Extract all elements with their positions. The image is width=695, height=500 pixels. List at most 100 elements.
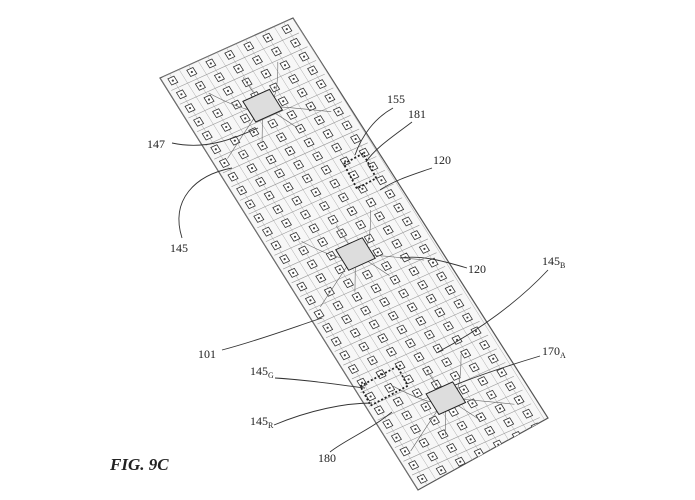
label-180: 180: [318, 451, 336, 465]
row-trace: [394, 389, 523, 448]
label-145: 145: [170, 241, 188, 255]
led-die: [321, 240, 324, 244]
led-die: [447, 325, 450, 328]
driver-chip: [335, 237, 376, 271]
led-die: [331, 218, 335, 221]
led-die: [397, 206, 400, 209]
label-120-upper: 120: [433, 153, 451, 167]
led-die: [318, 119, 321, 122]
led-die: [300, 285, 303, 288]
leader-145B: [437, 269, 549, 353]
led-die: [345, 124, 349, 127]
led-die: [297, 163, 300, 166]
led-die: [535, 426, 538, 429]
led-die: [307, 141, 311, 144]
leader-101: [221, 317, 323, 351]
led-die: [430, 297, 433, 300]
led-die: [457, 302, 460, 305]
led-die: [492, 357, 495, 360]
led-die: [344, 160, 347, 163]
driver-chip: [242, 88, 284, 123]
led-die: [225, 125, 228, 129]
led-die: [209, 62, 212, 65]
led-die: [294, 41, 297, 44]
led-die: [274, 244, 278, 247]
led-die: [376, 251, 379, 254]
led-die: [264, 72, 268, 75]
led-die: [306, 177, 309, 180]
led-die: [488, 429, 491, 432]
led-die: [285, 221, 288, 225]
led-die: [411, 306, 414, 309]
led-die: [199, 84, 202, 87]
led-die: [235, 103, 238, 106]
led-die: [423, 247, 426, 250]
led-die: [261, 144, 264, 147]
led-die: [390, 350, 393, 353]
led-die: [500, 371, 503, 374]
label-145R: 145R: [250, 414, 274, 430]
led-die: [190, 70, 193, 74]
led-die: [266, 36, 269, 39]
led-die: [464, 352, 467, 355]
led-die: [416, 391, 419, 395]
led-die: [469, 438, 472, 441]
label-155: 155: [387, 92, 405, 106]
led-die: [314, 191, 317, 194]
led-die: [386, 422, 389, 426]
leader-170A: [454, 355, 541, 386]
row-trace: [231, 128, 360, 187]
led-die: [275, 50, 278, 53]
led-die: [454, 374, 457, 377]
led-die: [350, 209, 354, 213]
led-die: [342, 196, 345, 199]
led-die: [455, 338, 459, 341]
led-die: [392, 314, 395, 317]
row-trace: [188, 60, 317, 119]
led-die: [373, 323, 376, 326]
led-die: [452, 410, 455, 414]
leader-lines: [171, 107, 549, 453]
led-die: [312, 227, 316, 230]
led-die: [240, 189, 243, 192]
led-die: [440, 275, 443, 278]
row-trace: [179, 46, 308, 105]
led-die: [347, 282, 350, 285]
led-die: [280, 136, 283, 139]
led-die: [287, 185, 290, 189]
led-die: [436, 347, 440, 350]
led-die: [257, 216, 260, 220]
led-die: [352, 173, 355, 177]
led-die: [249, 203, 252, 206]
led-die: [369, 395, 372, 398]
led-die: [231, 175, 235, 178]
led-die: [343, 354, 346, 357]
led-die: [323, 204, 326, 208]
led-die: [497, 443, 500, 446]
row-trace: [274, 197, 403, 256]
led-die: [478, 452, 481, 455]
led-die: [414, 427, 417, 431]
led-die: [206, 134, 209, 137]
led-die: [171, 79, 174, 82]
led-die: [466, 316, 469, 319]
column-trace: [292, 18, 548, 431]
led-die: [405, 414, 408, 417]
led-die: [337, 110, 340, 113]
leader-145R: [273, 402, 373, 426]
leader-120b: [399, 256, 468, 269]
led-die: [474, 330, 478, 333]
led-die: [361, 187, 364, 190]
row-trace: [171, 32, 300, 91]
led-die: [273, 86, 276, 89]
led-die: [459, 460, 462, 463]
led-die: [383, 300, 386, 304]
led-die: [424, 405, 427, 408]
led-die: [409, 342, 412, 345]
led-die: [326, 326, 329, 329]
led-die: [309, 105, 312, 108]
led-die: [380, 179, 383, 182]
led-die: [301, 91, 304, 94]
led-die: [441, 433, 445, 436]
row-trace: [265, 183, 394, 242]
